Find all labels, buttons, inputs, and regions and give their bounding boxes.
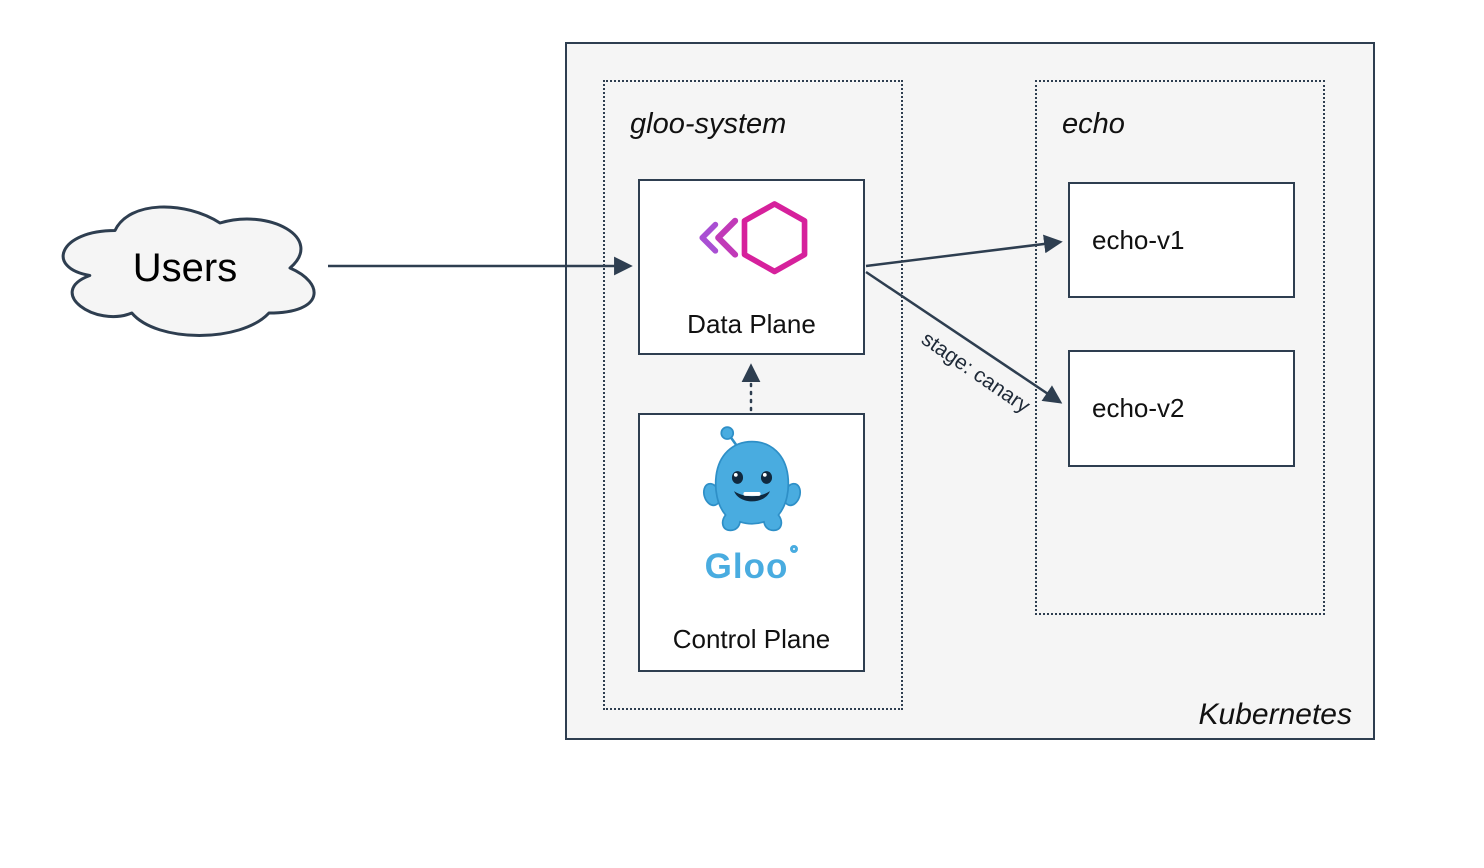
cloud-shape bbox=[61, 205, 316, 337]
control-plane-label: Control Plane bbox=[672, 624, 831, 655]
echo-v2-label: echo-v2 bbox=[1092, 393, 1185, 424]
gloo-logo-bubble bbox=[790, 545, 799, 553]
gloo-logo-wordmark: Gloo bbox=[704, 545, 799, 586]
control-plane-node: Gloo Control Plane bbox=[638, 413, 865, 672]
users-label: Users bbox=[132, 245, 238, 290]
echo-v1-label: echo-v1 bbox=[1092, 224, 1185, 255]
gloo-proxy-icon bbox=[698, 201, 807, 275]
namespace-gloo-system-label: gloo-system bbox=[630, 108, 787, 140]
gloo-logo-text: Gloo bbox=[704, 547, 789, 586]
kubernetes-label: Kubernetes bbox=[1198, 698, 1352, 731]
namespace-echo-box bbox=[1035, 80, 1325, 615]
data-plane-label: Data Plane bbox=[687, 309, 816, 340]
echo-v1-node: echo-v1 bbox=[1068, 182, 1295, 298]
namespace-echo-label: echo bbox=[1062, 108, 1125, 140]
data-plane-node: Data Plane bbox=[638, 179, 865, 355]
echo-v2-node: echo-v2 bbox=[1068, 350, 1295, 467]
gloo-mascot-icon bbox=[702, 426, 801, 532]
